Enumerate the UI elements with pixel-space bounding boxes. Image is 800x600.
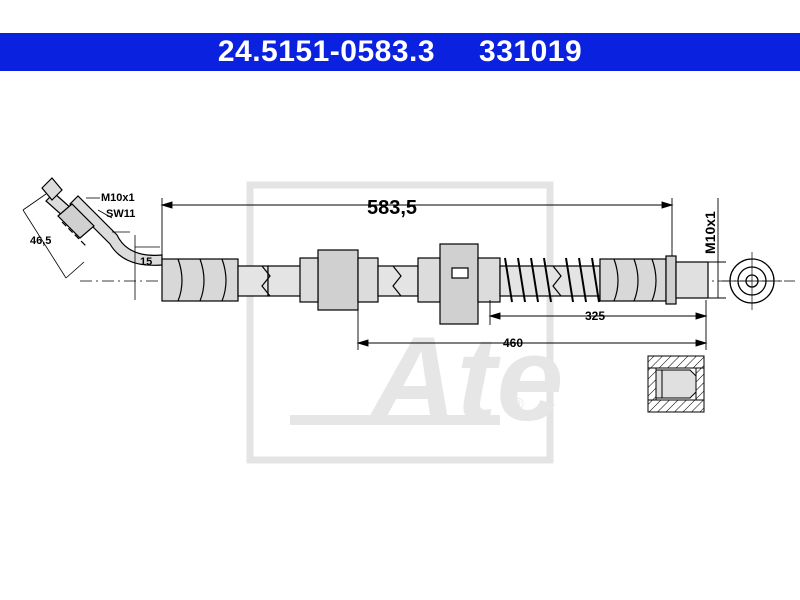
segment-dimensions [356,300,708,350]
thread-left-label: M10x1 [101,192,135,204]
registered-mark: ® [512,396,524,413]
ate-watermark: Ate ® [246,181,563,464]
part-number-header: 24.5151-0583.3 331019 [0,33,800,71]
segment-325-label: 325 [585,309,605,323]
brake-hose [161,243,709,325]
reference-number: 331019 [479,35,583,68]
left-angled-fitting [41,177,163,266]
right-thread-dimension [708,198,726,299]
total-length-label: 583,5 [367,197,417,219]
part-number: 24.5151-0583.3 [217,35,436,68]
angle-length-label: 46,5 [30,235,51,247]
end-view [722,252,782,310]
section-detail [647,355,705,413]
total-length-dimension [160,198,674,258]
header-title: 24.5151-0583.3 331019 [218,35,582,69]
left-dimensions [22,193,160,300]
segment-460-label: 460 [503,336,523,350]
ate-watermark-text: Ate [367,312,563,446]
wrench-size-label: SW11 [106,208,135,220]
thread-right-label: M10x1 [702,211,718,254]
offset-label: 15 [140,256,152,268]
